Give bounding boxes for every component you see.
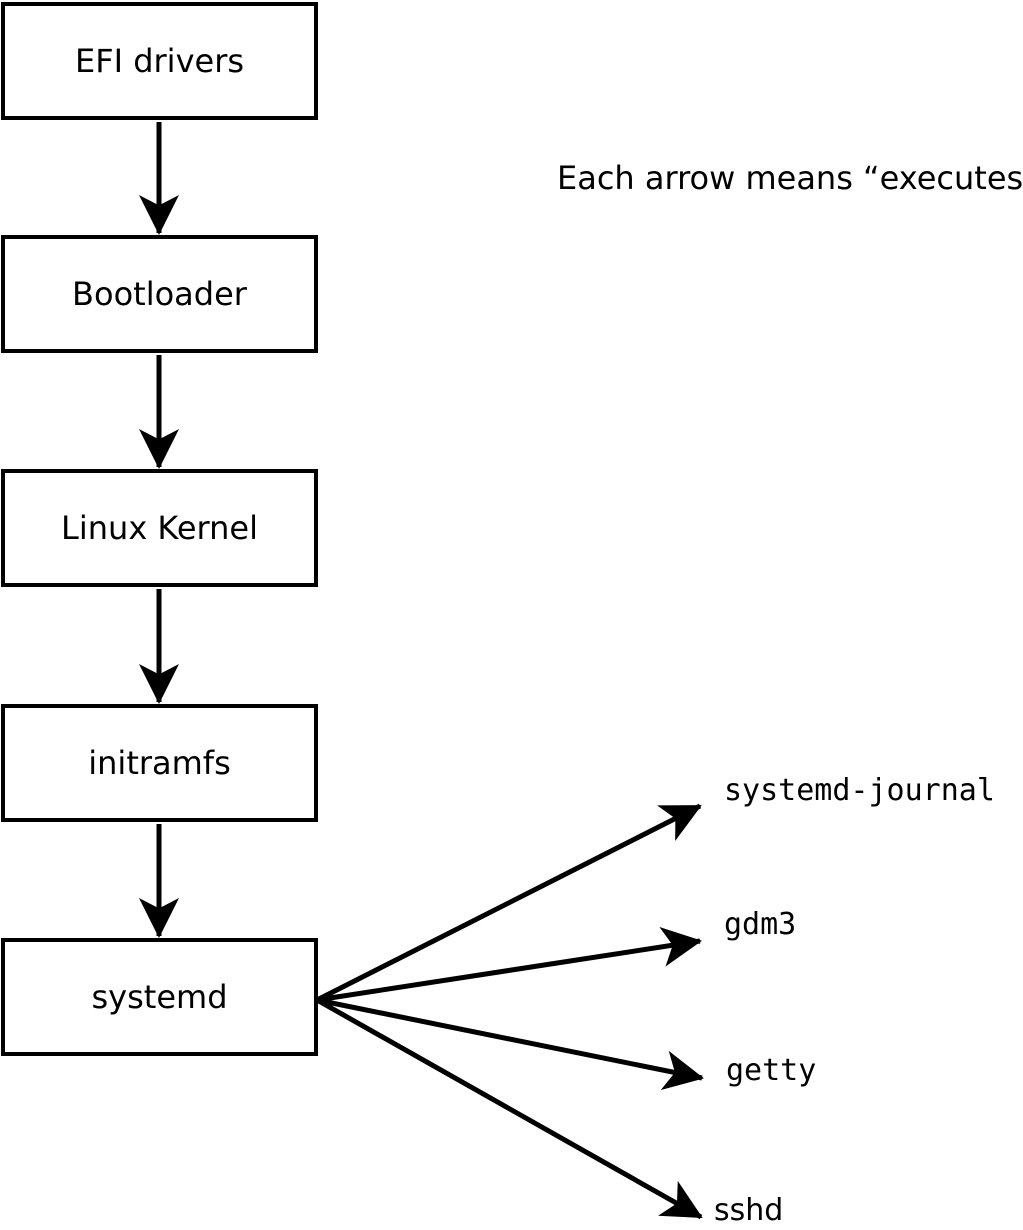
box-linux-kernel-label: Linux Kernel	[61, 509, 258, 547]
arrow-systemd-to-sshd	[315, 997, 703, 1220]
box-bootloader: Bootloader	[1, 235, 318, 353]
box-linux-kernel: Linux Kernel	[1, 469, 318, 587]
arrow-systemd-to-journal	[315, 803, 702, 1003]
service-label-getty: getty	[726, 1053, 817, 1088]
box-initramfs: initramfs	[1, 704, 318, 822]
box-efi-drivers-label: EFI drivers	[74, 42, 245, 80]
service-label-gdm3: gdm3	[724, 907, 797, 942]
service-label-sshd: sshd	[714, 1193, 784, 1228]
box-efi-drivers: EFI drivers	[1, 2, 318, 120]
box-bootloader-label: Bootloader	[72, 275, 247, 313]
arrow-systemd-to-getty	[316, 997, 704, 1091]
service-label-systemd-journal: systemd-journal	[724, 773, 995, 808]
box-systemd: systemd	[1, 938, 318, 1056]
box-initramfs-label: initramfs	[88, 744, 231, 782]
note-caption: Each arrow means “executes”.	[557, 159, 1023, 197]
box-systemd-label: systemd	[91, 978, 228, 1016]
arrow-systemd-to-gdm3	[316, 927, 702, 1003]
